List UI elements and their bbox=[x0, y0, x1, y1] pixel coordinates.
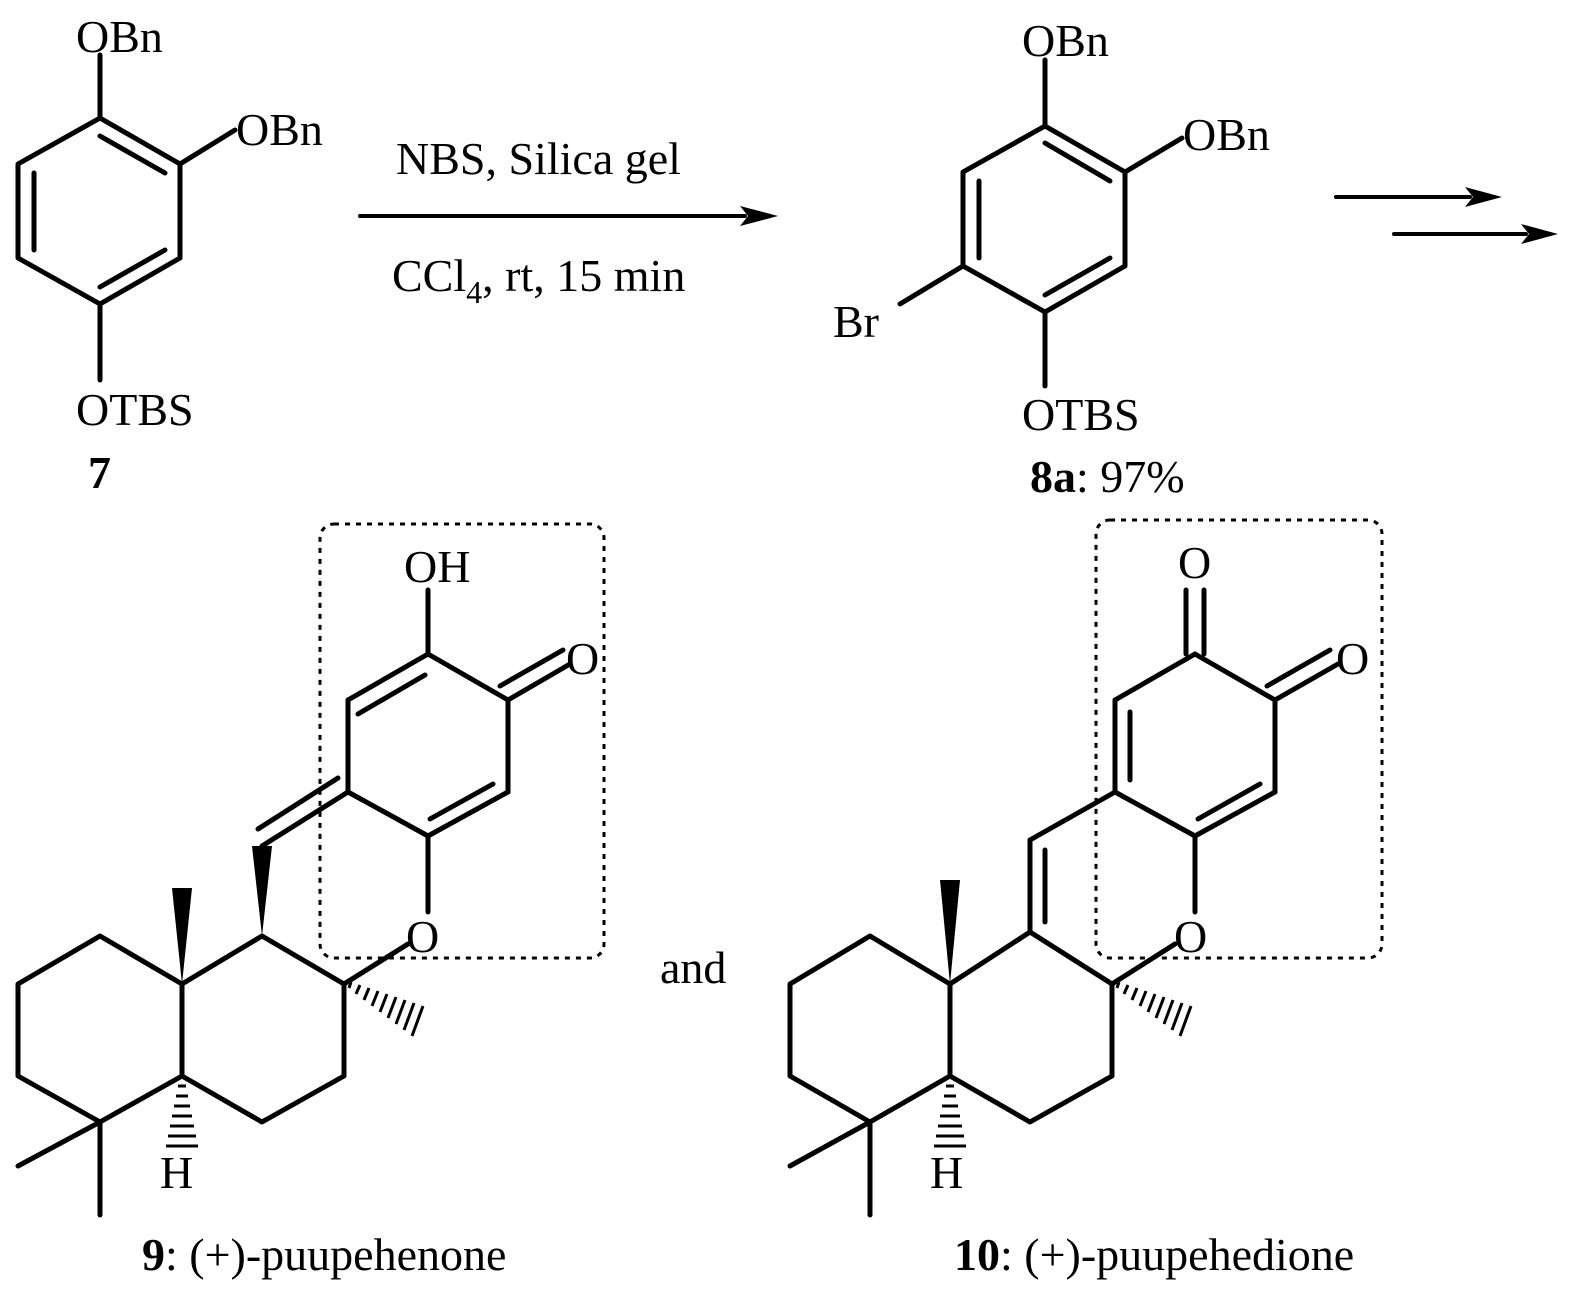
c9-vinyl-wedge bbox=[252, 846, 272, 936]
reaction-arrow-1 bbox=[358, 206, 778, 226]
c9-oh: OH bbox=[404, 541, 470, 592]
compound-8a-structure bbox=[897, 57, 1185, 389]
c10-methyl-hash bbox=[1115, 981, 1193, 1037]
multistep-arrows bbox=[1334, 187, 1558, 244]
c10-number: 10 bbox=[954, 1229, 1000, 1280]
c9-ring-o: O bbox=[406, 911, 439, 962]
c9-methyl-hash bbox=[347, 981, 425, 1037]
reagents-label: NBS, Silica gel bbox=[396, 133, 681, 184]
c10-o-right: O bbox=[1336, 633, 1369, 684]
c9-methyl-wedge bbox=[172, 888, 192, 984]
c7-obn-2: OBn bbox=[236, 104, 323, 155]
conditions-prefix: CCl bbox=[392, 250, 466, 301]
compound-9-structure bbox=[15, 587, 573, 1218]
conditions-suffix: , rt, 15 min bbox=[482, 250, 685, 301]
and-label: and bbox=[660, 942, 726, 993]
c9-h: H bbox=[160, 1147, 193, 1198]
c8a-obn-2: OBn bbox=[1183, 109, 1270, 160]
c10-h: H bbox=[930, 1147, 963, 1198]
c10-highlight-box bbox=[1094, 518, 1384, 960]
compound-7-label: 7 bbox=[88, 447, 111, 498]
c8a-yield: : 97% bbox=[1076, 451, 1185, 502]
c10-methyl-wedge bbox=[940, 880, 960, 984]
c9-name: : (+)-puupehenone bbox=[165, 1229, 506, 1280]
c8a-number: 8a bbox=[1030, 451, 1076, 502]
c10-h-hash bbox=[934, 1084, 966, 1148]
compound-9-label: 9: (+)-puupehenone bbox=[142, 1229, 506, 1280]
compound-7-structure bbox=[15, 52, 238, 383]
c10-o-top: O bbox=[1178, 537, 1211, 588]
c7-otbs: OTBS bbox=[76, 384, 194, 435]
conditions-subscript: 4 bbox=[466, 274, 482, 310]
c10-name: : (+)-puupehedione bbox=[1000, 1229, 1354, 1280]
compound-8a-label: 8a: 97% bbox=[1030, 451, 1185, 502]
c9-carbonyl-o: O bbox=[566, 633, 599, 684]
c7-obn-1: OBn bbox=[76, 11, 163, 62]
c9-number: 9 bbox=[142, 1229, 165, 1280]
compound-10-label: 10: (+)-puupehedione bbox=[954, 1229, 1354, 1280]
c8a-otbs: OTBS bbox=[1022, 389, 1140, 440]
c8a-obn-1: OBn bbox=[1022, 15, 1109, 66]
c10-ring-o: O bbox=[1174, 911, 1207, 962]
compound-10-structure bbox=[787, 587, 1341, 1218]
conditions-label: CCl4, rt, 15 min bbox=[392, 250, 685, 310]
c8a-br: Br bbox=[833, 296, 879, 347]
c9-h-hash bbox=[166, 1084, 198, 1148]
